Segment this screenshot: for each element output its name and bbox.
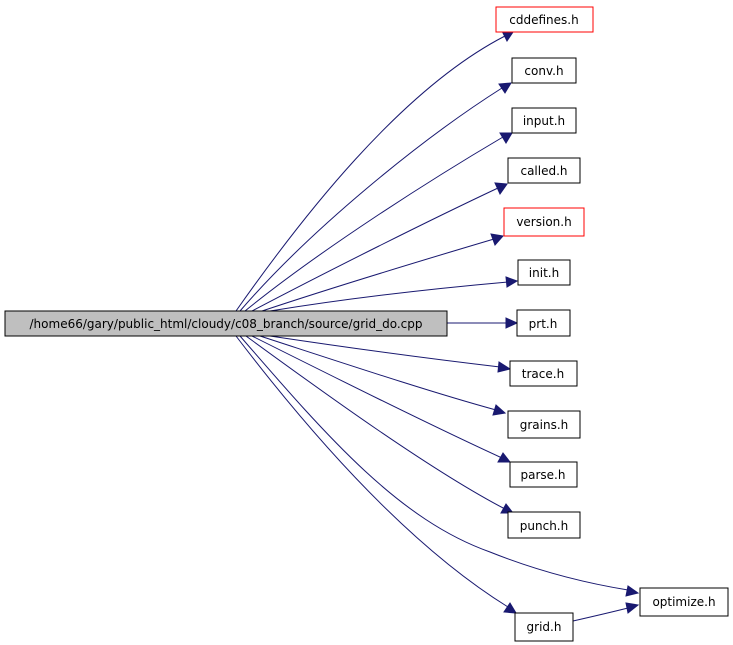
node-label-optimize: optimize.h (652, 595, 715, 609)
arrowhead-optimize-root (625, 585, 640, 597)
node-label-prt: prt.h (529, 317, 558, 331)
root-node-box (4, 310, 448, 337)
edge-root-parse (251, 335, 503, 459)
node-grid[interactable]: grid.h (514, 612, 574, 642)
arrowhead-parse (497, 452, 512, 463)
node-label-trace: trace.h (522, 367, 564, 381)
node-label-version: version.h (516, 215, 571, 229)
node-input[interactable]: input.h (511, 107, 577, 134)
edge-root-trace (269, 335, 501, 368)
edge-root-optimize (239, 335, 629, 591)
node-init[interactable]: init.h (517, 259, 571, 286)
arrowhead-grid (503, 602, 517, 614)
nodes: /home66/gary/public_html/cloudy/c08_bran… (4, 6, 729, 642)
arrowhead-punch (500, 503, 515, 514)
node-label-punch: punch.h (520, 519, 568, 533)
edge-root-grains (259, 335, 497, 411)
node-label-init: init.h (529, 266, 559, 280)
arrowhead-conv (498, 82, 512, 94)
arrowhead-trace (497, 361, 512, 373)
node-punch[interactable]: punch.h (507, 511, 581, 539)
node-prt[interactable]: prt.h (516, 309, 571, 337)
node-conv[interactable]: conv.h (511, 57, 577, 84)
node-optimize[interactable]: optimize.h (639, 587, 729, 617)
node-grains[interactable]: grains.h (507, 410, 581, 439)
node-label-grid: grid.h (527, 620, 562, 634)
node-label-input: input.h (523, 114, 565, 128)
edge-root-grid (235, 335, 509, 608)
root-node-label: /home66/gary/public_html/cloudy/c08_bran… (30, 317, 423, 331)
arrowhead-version (490, 233, 504, 246)
node-version[interactable]: version.h (503, 207, 585, 237)
node-label-grains: grains.h (520, 418, 569, 432)
node-label-conv: conv.h (524, 64, 563, 78)
arrowhead-prt (505, 317, 519, 329)
node-trace[interactable]: trace.h (509, 360, 578, 387)
arrowhead-grains (492, 404, 507, 416)
edge-root-cddefines (235, 35, 506, 312)
edge-grid-optimize (572, 607, 629, 622)
edge-root-init (269, 281, 509, 312)
node-label-parse: parse.h (521, 468, 566, 482)
arrowhead-input (499, 132, 513, 144)
node-called[interactable]: called.h (507, 157, 581, 184)
root-node: /home66/gary/public_html/cloudy/c08_bran… (4, 310, 448, 337)
edges (235, 30, 640, 622)
edge-root-input (244, 136, 504, 312)
node-label-called: called.h (520, 164, 567, 178)
edge-root-conv (239, 87, 503, 312)
node-label-cddefines: cddefines.h (509, 13, 578, 27)
arrowhead-optimize-grid (625, 602, 640, 614)
edge-root-called (251, 187, 499, 312)
edge-root-punch (245, 335, 506, 510)
node-parse[interactable]: parse.h (509, 461, 578, 488)
edge-root-version (261, 238, 495, 312)
arrowhead-called (494, 182, 508, 196)
arrowhead-init (505, 276, 519, 288)
node-cddefines[interactable]: cddefines.h (495, 6, 594, 33)
